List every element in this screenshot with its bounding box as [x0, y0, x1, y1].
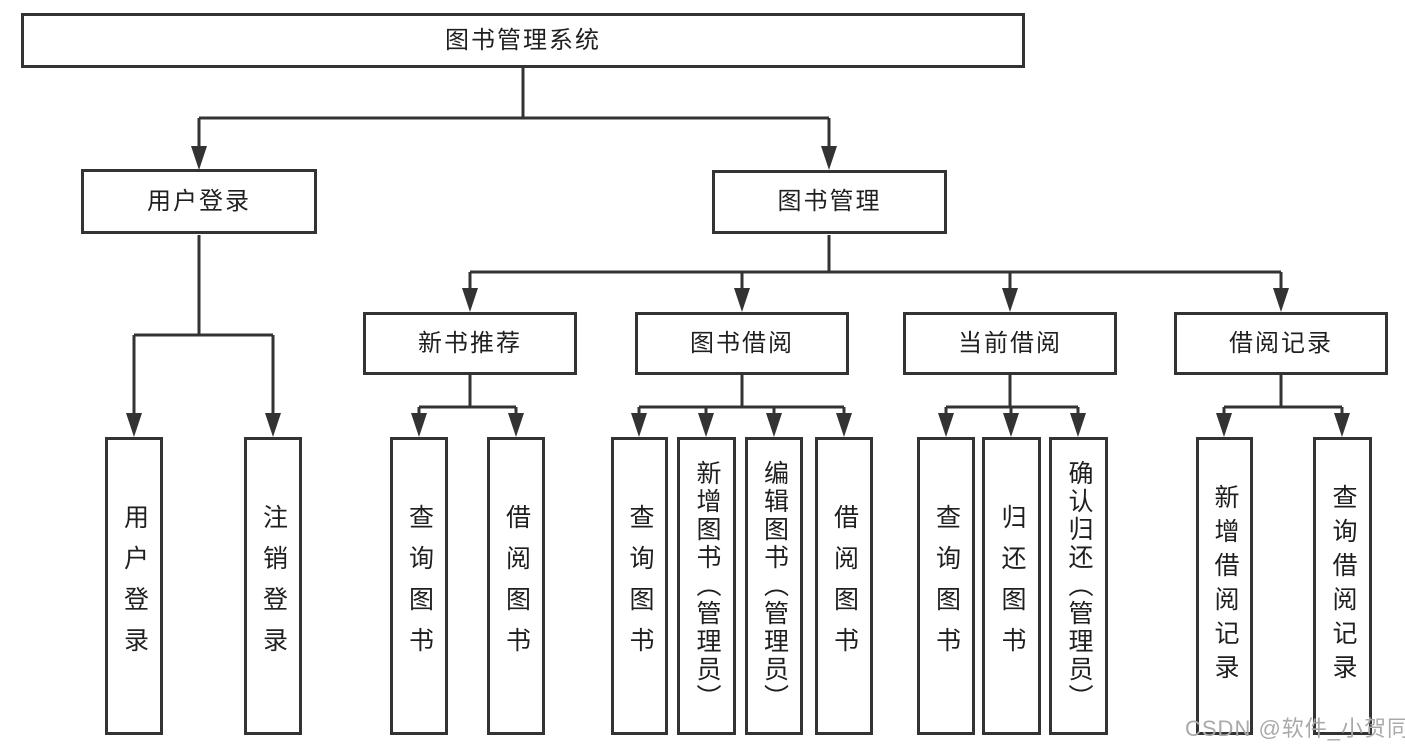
leaf-newbook-borrow-label: 借阅图书	[502, 504, 531, 668]
node-current-borrow: 当前借阅	[903, 312, 1117, 375]
node-book-mgmt: 图书管理	[712, 170, 947, 234]
arrowhead	[698, 413, 714, 437]
arrowhead	[265, 413, 281, 437]
connectors-book-borrow	[631, 375, 852, 437]
arrowhead	[1334, 413, 1350, 437]
leaf-records-add: 新增借阅记录	[1196, 437, 1253, 735]
connector-line	[1222, 375, 1344, 419]
leaf-borrow-edit: 编辑图书（管理员）	[745, 437, 803, 735]
node-borrow-records: 借阅记录	[1174, 312, 1388, 375]
node-new-book-rec-label: 新书推荐	[418, 329, 522, 357]
arrowhead	[1002, 288, 1018, 312]
leaf-borrow-borrow: 借阅图书	[815, 437, 873, 735]
leaf-current-confirm: 确认归还（管理员）	[1049, 437, 1108, 735]
leaf-current-return: 归还图书	[982, 437, 1041, 735]
connectors-user-login	[126, 235, 281, 437]
leaf-logout-label: 注销登录	[259, 504, 288, 668]
arrowhead	[1003, 413, 1019, 437]
node-root-label: 图书管理系统	[445, 26, 601, 54]
arrowhead	[508, 413, 524, 437]
arrowhead	[938, 413, 954, 437]
arrowhead	[462, 288, 478, 312]
leaf-current-return-label: 归还图书	[998, 504, 1026, 668]
leaf-newbook-query-label: 查询图书	[405, 504, 434, 668]
node-book-mgmt-label: 图书管理	[777, 188, 882, 215]
node-user-login: 用户登录	[81, 169, 317, 234]
arrowhead	[1216, 413, 1232, 437]
leaf-borrow-query-label: 查询图书	[626, 504, 654, 668]
connectors-current-borrow	[938, 375, 1086, 437]
leaf-borrow-query: 查询图书	[611, 437, 668, 735]
node-book-borrow-label: 图书借阅	[690, 329, 794, 357]
connectors-new-book	[411, 375, 524, 437]
leaf-logout: 注销登录	[244, 437, 302, 735]
connector-line	[944, 375, 1080, 419]
leaf-newbook-query: 查询图书	[390, 437, 448, 735]
leaf-user-login-label: 用户登录	[120, 504, 149, 668]
arrowhead	[126, 413, 142, 437]
leaf-user-login: 用户登录	[105, 437, 163, 735]
leaf-current-confirm-label: 确认归还（管理员）	[1065, 460, 1093, 712]
connector-line	[637, 375, 846, 419]
node-root: 图书管理系统	[21, 13, 1025, 68]
arrowhead	[766, 413, 782, 437]
connector-line	[197, 68, 831, 150]
leaf-borrow-borrow-label: 借阅图书	[830, 504, 859, 668]
arrowhead	[411, 413, 427, 437]
leaf-current-query: 查询图书	[917, 437, 975, 735]
arrowhead	[1070, 413, 1086, 437]
arrowhead	[734, 288, 750, 312]
watermark: CSDN @软件_小贺同学	[1185, 716, 1405, 741]
connectors-borrow-records	[1216, 375, 1350, 437]
leaf-borrow-add: 新增图书（管理员）	[677, 437, 736, 735]
arrowhead	[1273, 288, 1289, 312]
leaf-records-query: 查询借阅记录	[1313, 437, 1372, 735]
arrowhead	[836, 413, 852, 437]
node-new-book-rec: 新书推荐	[363, 312, 577, 375]
leaf-borrow-edit-label: 编辑图书（管理员）	[760, 460, 789, 712]
connector-line	[468, 235, 1283, 292]
node-book-borrow: 图书借阅	[635, 312, 849, 375]
connectors-book-mgmt	[462, 235, 1289, 312]
leaf-newbook-borrow: 借阅图书	[487, 437, 545, 735]
connector-line	[132, 235, 275, 417]
leaf-records-query-label: 查询借阅记录	[1329, 484, 1357, 688]
connector-line	[417, 375, 518, 419]
arrowhead	[191, 146, 207, 170]
arrowhead	[821, 146, 837, 170]
node-borrow-records-label: 借阅记录	[1229, 329, 1333, 357]
leaf-records-add-label: 新增借阅记录	[1211, 484, 1239, 688]
node-user-login-label: 用户登录	[147, 187, 251, 215]
leaf-current-query-label: 查询图书	[932, 504, 961, 668]
arrowhead	[631, 413, 647, 437]
connectors-root	[191, 68, 837, 170]
leaf-borrow-add-label: 新增图书（管理员）	[693, 460, 721, 712]
node-current-borrow-label: 当前借阅	[958, 329, 1062, 357]
